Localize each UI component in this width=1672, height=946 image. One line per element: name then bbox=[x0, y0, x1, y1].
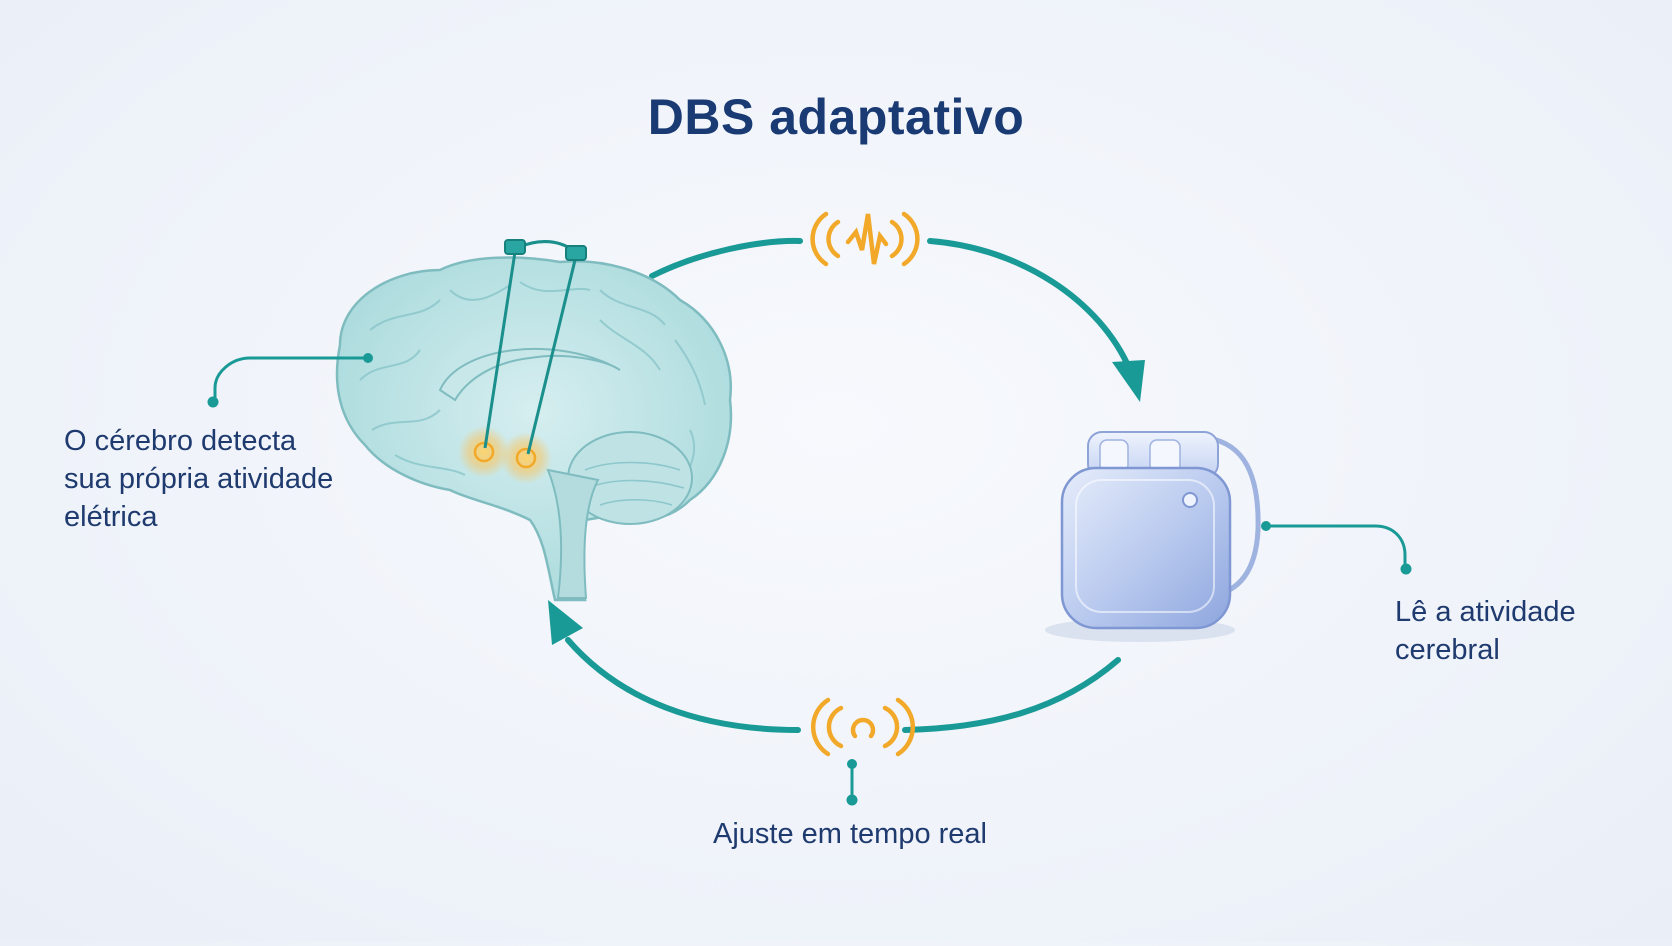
arrow-top-to-device bbox=[649, 237, 803, 279]
wireless-feedback-icon bbox=[810, 697, 916, 757]
brain-connector bbox=[213, 356, 368, 400]
brain-connector-end bbox=[207, 396, 219, 408]
wireless-signal-icon bbox=[810, 211, 920, 267]
label-device-reads: Lê a atividade cerebral bbox=[1395, 593, 1576, 669]
device-connector bbox=[1266, 524, 1407, 565]
diagram-title: DBS adaptativo bbox=[647, 89, 1025, 145]
adjust-connector-dot bbox=[847, 759, 857, 769]
arrow-bottom-to-brain bbox=[565, 637, 801, 733]
label-device-line-2: cerebral bbox=[1395, 634, 1500, 666]
adjust-connector-end bbox=[846, 794, 858, 806]
brain-connector-dot bbox=[363, 353, 373, 363]
arrow-head-up-icon bbox=[548, 600, 583, 645]
device-connector-end bbox=[1400, 563, 1412, 575]
arrow-head-down-icon bbox=[1112, 360, 1145, 402]
device-connector-dot bbox=[1261, 521, 1271, 531]
label-brain-line-2: sua própria atividade bbox=[64, 463, 334, 495]
label-realtime-adjust: Ajuste em tempo real bbox=[712, 818, 987, 850]
label-brain-line-1: O cérebro detecta bbox=[64, 425, 297, 457]
neurostimulator-icon bbox=[1045, 431, 1261, 642]
arrow-bottom-left bbox=[902, 657, 1121, 733]
label-device-line-1: Lê a atividade bbox=[1395, 596, 1576, 628]
electrode-icon bbox=[483, 239, 587, 455]
label-brain-line-3: elétrica bbox=[64, 501, 158, 533]
label-brain-detects: O cérebro detecta sua própria atividade … bbox=[64, 422, 333, 536]
arrow-top-right bbox=[927, 238, 1133, 373]
